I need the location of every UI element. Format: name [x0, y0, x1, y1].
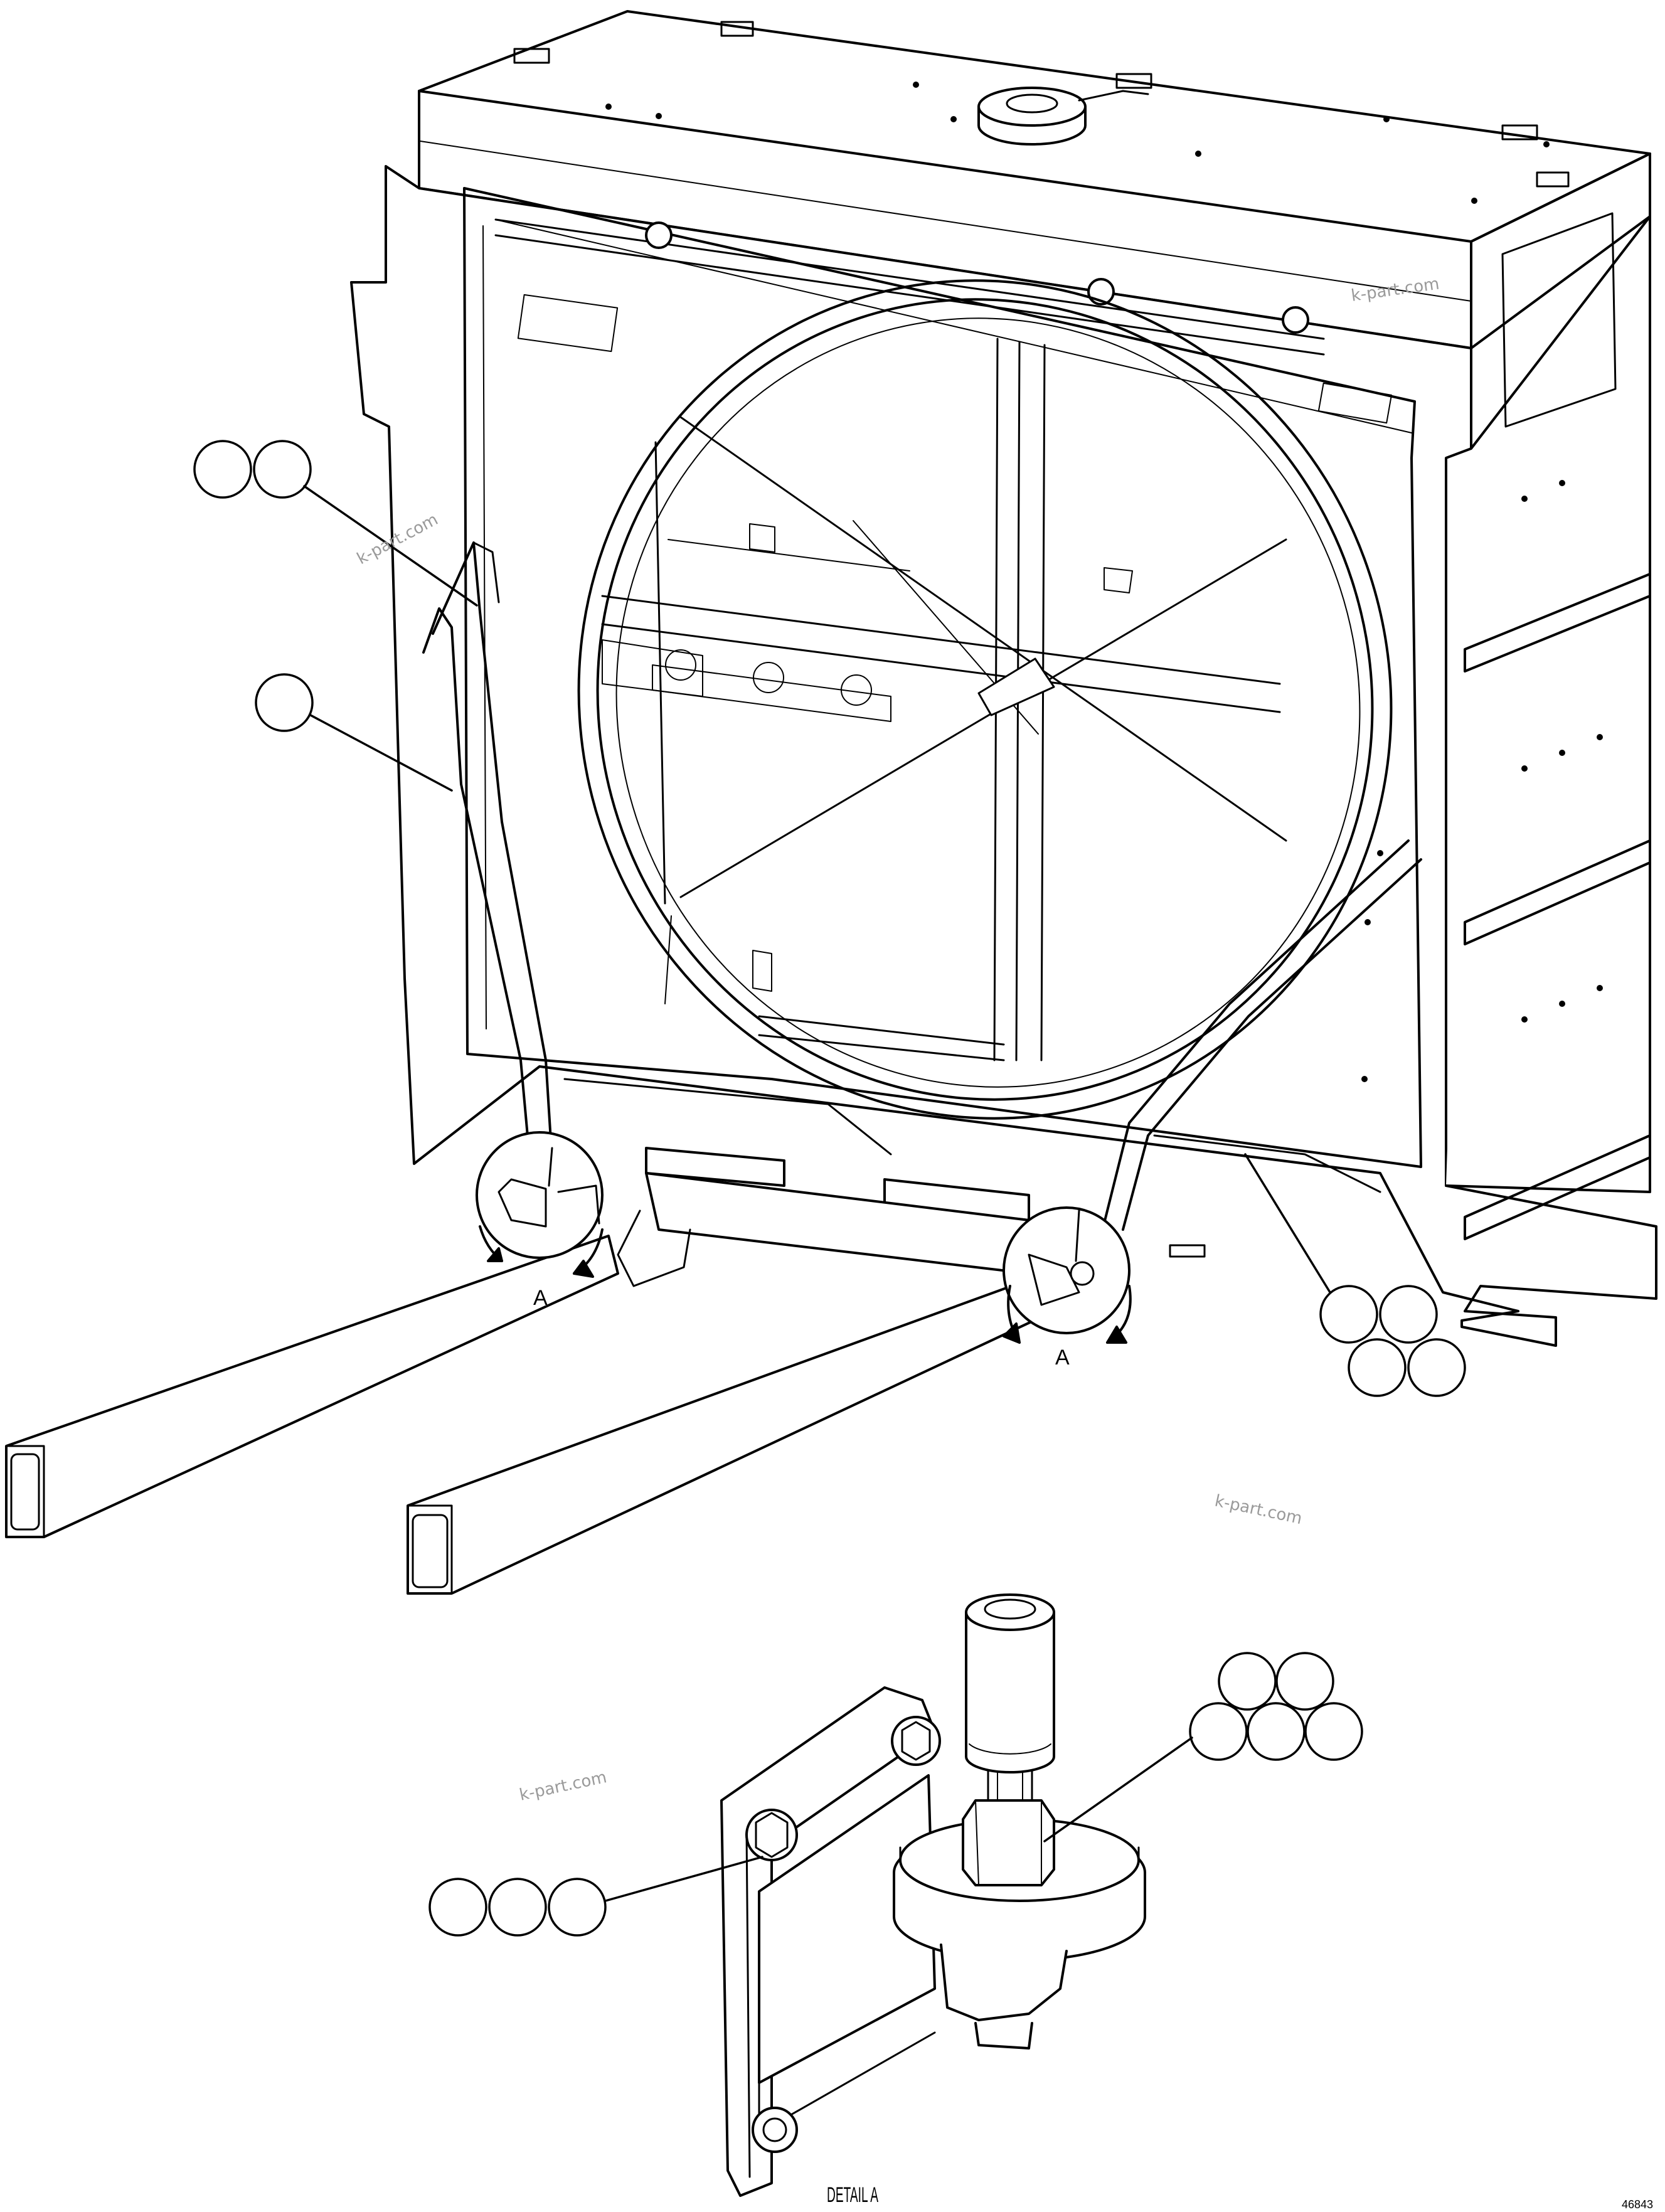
detail-a-isolator [720, 1593, 1146, 2197]
callout-balloon [548, 1878, 607, 1937]
callout-balloon [1189, 1702, 1248, 1761]
fan-shroud [577, 279, 1393, 1120]
radiator-housing [350, 10, 1657, 1347]
callout-balloon [255, 673, 314, 732]
callout-balloon [1407, 1338, 1466, 1397]
watermark: k-part.com [1350, 275, 1440, 306]
callout-balloon [1247, 1702, 1306, 1761]
drawing-number: 46843 [1622, 2198, 1653, 2211]
detail-title: DETAIL A [827, 2183, 878, 2207]
view-arrows [479, 1225, 1132, 1344]
support-struts [422, 541, 1422, 1231]
detail-a-marker-left [476, 1131, 604, 1259]
callout-leader [309, 714, 453, 792]
callout-balloon [488, 1878, 547, 1937]
callout-balloon [428, 1878, 487, 1937]
callout-balloon [1379, 1285, 1438, 1344]
view-label-a-left: A [533, 1286, 548, 1310]
callout-balloon [1275, 1652, 1334, 1711]
view-label-a-right: A [1055, 1346, 1070, 1369]
callout-balloon [1218, 1652, 1277, 1711]
callout-balloon [1348, 1338, 1407, 1397]
callout-leader [303, 485, 478, 607]
callouts [193, 440, 1466, 1937]
detail-a-marker-right [1003, 1206, 1130, 1334]
callout-balloon [253, 440, 312, 499]
callout-leader [1043, 1736, 1193, 1842]
callout-balloon [1304, 1702, 1363, 1761]
callout-leader [604, 1856, 763, 1902]
base-skid [5, 1078, 1381, 1595]
callout-balloon [193, 440, 252, 499]
callout-balloon [1319, 1285, 1378, 1344]
watermark: k-part.com [1213, 1492, 1304, 1529]
watermark: k-part.com [518, 1768, 609, 1805]
callout-leader [1244, 1153, 1331, 1294]
